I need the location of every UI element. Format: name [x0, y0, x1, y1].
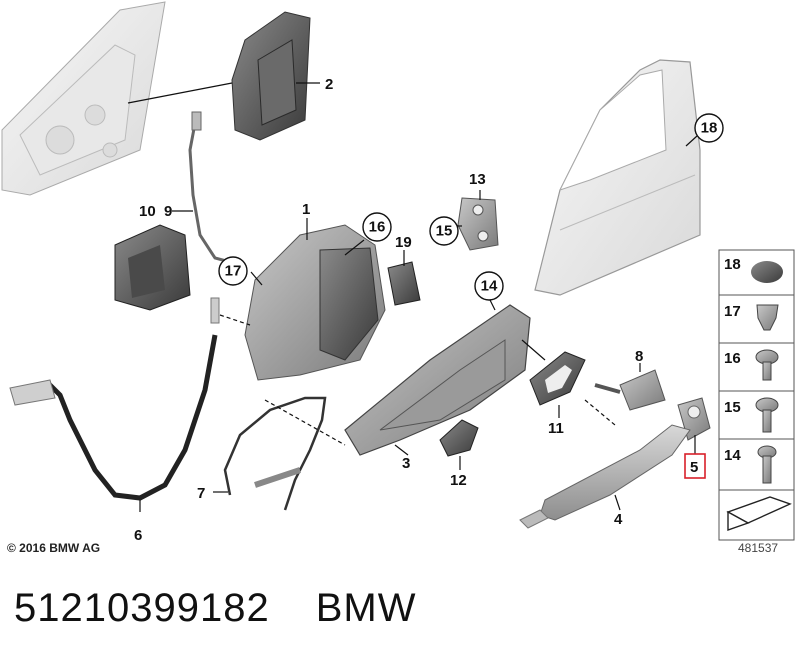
part-number: 51210399182 — [14, 586, 270, 630]
part-9-rod — [188, 111, 231, 264]
side-label-16: 16 — [724, 350, 741, 367]
callout-1: 1 — [302, 201, 310, 218]
callout-14: 14 — [481, 278, 498, 295]
brand-name: BMW — [315, 586, 417, 630]
callout-19: 19 — [395, 234, 412, 251]
arrow-icon — [726, 496, 792, 531]
highlighted-callout-5: 5 — [684, 453, 706, 479]
side-label-17: 17 — [724, 303, 741, 320]
diagram-reference-number: 481537 — [738, 541, 779, 555]
part-3-handle-carrier — [344, 304, 531, 456]
part-10-bracket — [114, 224, 191, 311]
part-1-door-lock — [244, 224, 386, 381]
circled-callouts — [218, 113, 724, 301]
torx-screw-icon — [755, 397, 779, 433]
callout-16: 16 — [369, 219, 386, 236]
callout-17: 17 — [225, 263, 242, 280]
leader-lines — [127, 82, 698, 512]
part-7-cable — [223, 396, 327, 511]
callouts: 1 2 3 4 6 7 8 9 10 11 12 13 19 — [134, 76, 643, 544]
callout-5: 5 — [690, 459, 698, 476]
part-19-clip — [387, 261, 421, 306]
door-outer-panel — [534, 59, 701, 296]
callout-12: 12 — [450, 472, 467, 489]
part-2-lock-module — [231, 11, 311, 141]
bolt-icon — [757, 445, 777, 484]
callout-6: 6 — [134, 527, 142, 544]
door-inner-frame — [1, 1, 166, 196]
callout-7: 7 — [197, 485, 205, 502]
part-12-gasket — [439, 419, 479, 457]
grommet-icon — [751, 261, 783, 283]
part-6-cable — [9, 297, 220, 501]
clip-icon — [756, 304, 779, 331]
hardware-side-panel: 18 17 16 15 14 — [718, 249, 795, 541]
callout-10: 10 — [139, 203, 156, 220]
part-4-door-handle — [519, 424, 691, 529]
side-label-14: 14 — [724, 447, 741, 464]
callout-18: 18 — [701, 120, 718, 137]
part-11-gasket — [529, 351, 586, 406]
callout-3: 3 — [402, 455, 410, 472]
callout-11: 11 — [548, 420, 564, 437]
part-8-lock-cylinder — [594, 369, 666, 411]
screw-icon — [755, 349, 779, 381]
callout-2: 2 — [325, 76, 333, 93]
part-13-striker — [457, 197, 499, 251]
callout-15: 15 — [436, 223, 453, 240]
side-label-18: 18 — [724, 256, 741, 273]
callout-13: 13 — [469, 171, 486, 188]
callout-4: 4 — [614, 511, 623, 528]
callout-8: 8 — [635, 348, 643, 365]
callout-9: 9 — [164, 203, 172, 220]
side-label-15: 15 — [724, 399, 741, 416]
footer-caption: 51210399182 BMW — [14, 586, 416, 631]
copyright-notice: © 2016 BMW AG — [7, 541, 101, 555]
